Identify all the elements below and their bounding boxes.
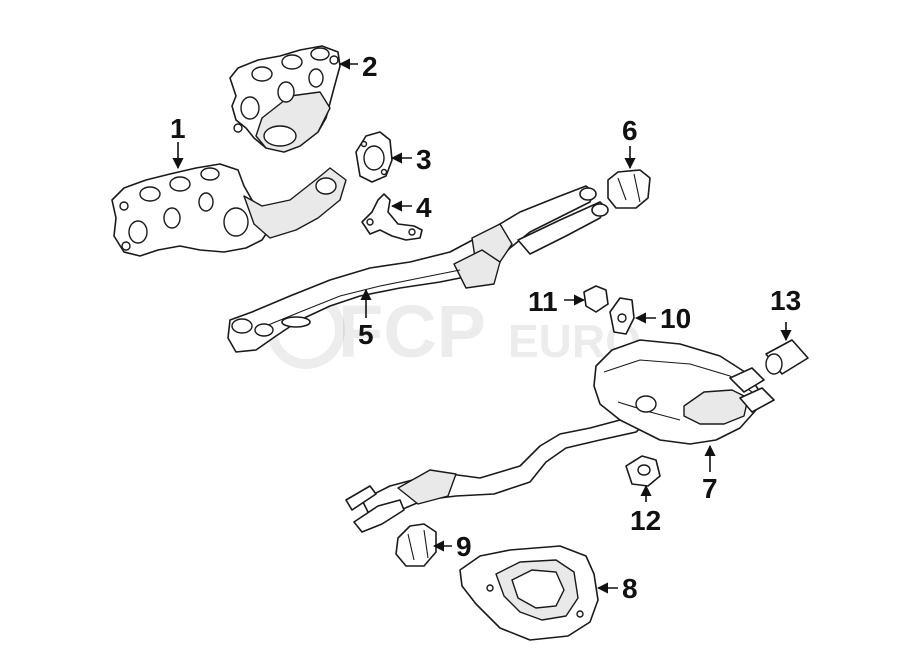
callout-number-5: 5 [358,319,374,350]
callout-number-9: 9 [456,531,472,562]
watermark-brand-main: FCP [338,290,486,373]
callout-lines [172,58,792,594]
part-10-hanger [609,297,635,335]
part-13-exhaust-tip [765,339,809,375]
callout-number-3: 3 [416,144,432,175]
callout-numbers: 1 2 3 4 5 6 7 8 9 10 11 12 13 [170,51,801,604]
part-5-front-pipe [227,185,609,353]
callout-number-12: 12 [630,505,661,536]
watermark: FCP EURO [267,290,641,373]
callout-number-10: 10 [660,303,691,334]
callout-number-13: 13 [770,285,801,316]
callout-number-2: 2 [362,51,378,82]
part-8-heat-shield [459,545,599,641]
part-7-rear-muffler [345,339,775,533]
part-12-rubber-mount [625,455,661,487]
part-9-bracket [395,523,437,567]
callout-number-11: 11 [528,286,558,317]
part-4-bracket [361,193,423,241]
callout-number-8: 8 [622,573,638,604]
callout-number-4: 4 [416,192,432,223]
part-1-exhaust-manifold-lower [111,163,347,257]
part-11-clip [583,285,609,313]
callout-number-1: 1 [170,113,186,144]
part-2-exhaust-manifold-upper [229,45,341,153]
part-3-gasket [355,131,393,183]
callout-number-6: 6 [622,115,638,146]
part-6-mount [607,169,651,209]
callout-number-7: 7 [702,473,718,504]
